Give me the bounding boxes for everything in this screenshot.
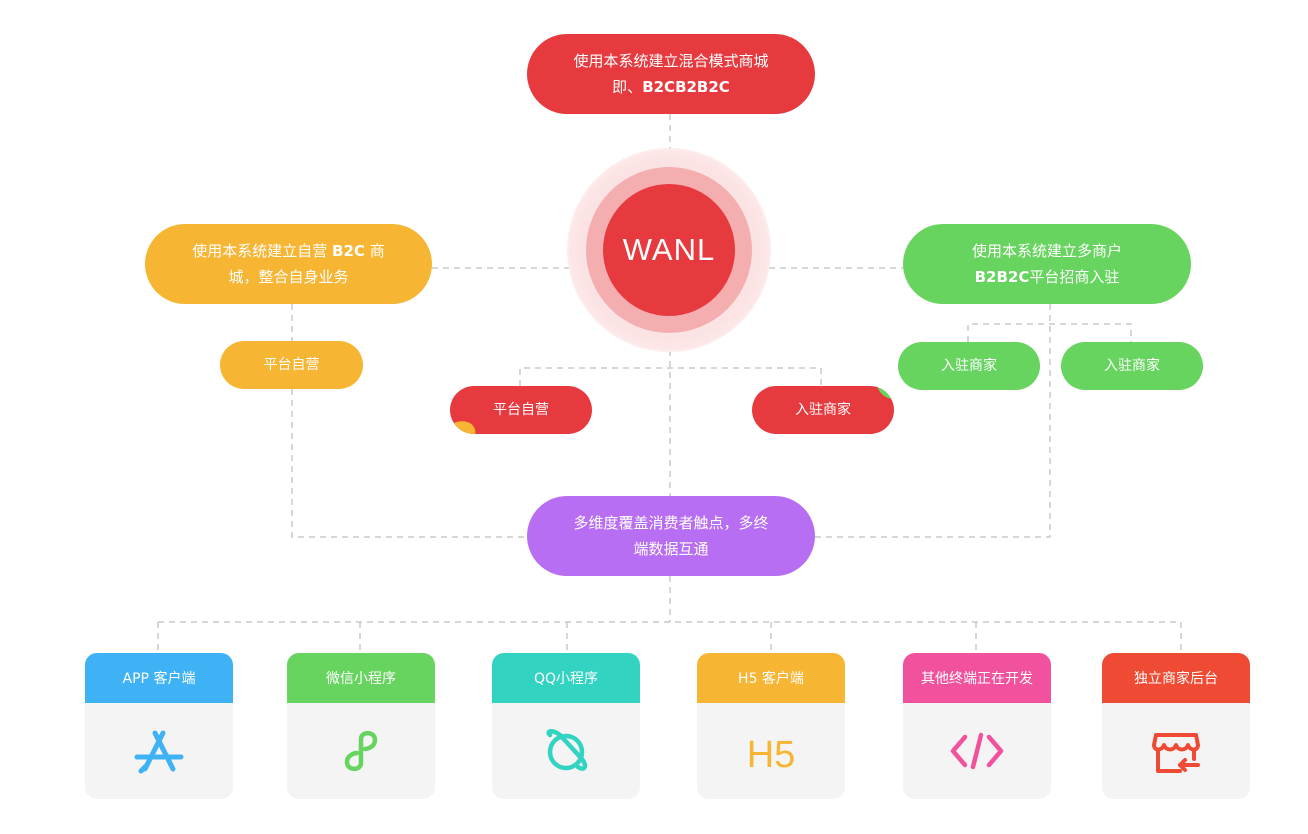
card-wechat-mini: 微信小程序 [287,653,435,799]
card-h5-header: H5 客户端 [697,653,845,703]
card-app-header: APP 客户端 [85,653,233,703]
b2c-node: 使用本系统建立自营 B2C 商 城，整合自身业务 [145,224,432,304]
card-qq-mini: QQ小程序 [492,653,640,799]
self-operated-node: 平台自营 [220,341,363,389]
app-store-icon [134,730,184,774]
mini-program-icon [344,730,378,772]
card-qq-header: QQ小程序 [492,653,640,703]
center-self-operated-label: 平台自营 [493,402,549,418]
multi-terminal-node: 多维度覆盖消费者触点，多终 端数据互通 [527,496,815,576]
shop-icon [1152,733,1200,773]
hybrid-mall-line2: 即、B2CB2B2C [612,78,730,96]
multi-terminal-line2: 端数据互通 [633,540,709,558]
b2c-line2: 城，整合自身业务 [228,268,349,286]
card-other-header: 其他终端正在开发 [903,653,1051,703]
center-merchant-node: 入驻商家 [752,386,894,434]
b2b2c-line1: 使用本系统建立多商户 [971,242,1122,260]
card-merchant-header: 独立商家后台 [1102,653,1250,703]
merchant-node-1: 入驻商家 [898,342,1040,390]
card-other-terminals: 其他终端正在开发 [903,653,1051,799]
card-merchant-backend: 独立商家后台 [1102,653,1250,799]
card-h5-client: H5 客户端 H5 [697,653,845,799]
wanl-logo: WANL [603,184,735,316]
hybrid-mall-node: 使用本系统建立混合模式商城 即、B2CB2B2C [527,34,815,114]
b2b2c-node: 使用本系统建立多商户 B2B2C平台招商入驻 [903,224,1191,304]
b2c-line1: 使用本系统建立自营 B2C 商 [192,242,385,260]
hybrid-mall-line1: 使用本系统建立混合模式商城 [573,52,769,70]
merchant-node-2: 入驻商家 [1061,342,1203,390]
h5-icon: H5 [747,734,796,776]
card-wechat-header: 微信小程序 [287,653,435,703]
multi-terminal-line1: 多维度覆盖消费者触点，多终 [573,514,769,532]
code-icon [950,732,1004,770]
center-merchant-label: 入驻商家 [795,402,851,418]
b2b2c-line2: B2B2C平台招商入驻 [974,268,1120,286]
planet-icon [546,729,588,771]
center-self-operated-node: 平台自营 [450,386,592,434]
svg-text:H5: H5 [747,734,796,776]
card-app-client: APP 客户端 [85,653,233,799]
